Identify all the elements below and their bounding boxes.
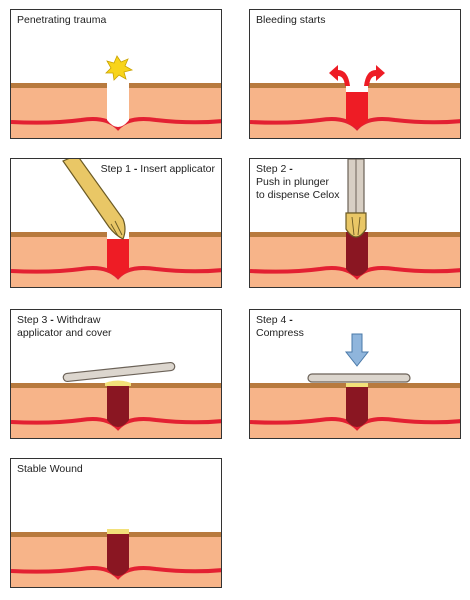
wound-clot [107,532,129,576]
panel-illustration [11,55,221,138]
panel-step-3: Step 3 - Withdraw applicator and cover [10,309,222,439]
blood-spurt-arrow-icon [364,65,385,86]
panel-illustration [11,159,221,287]
wound-cavity [107,83,129,127]
blood-spurt-arrow-icon [329,65,350,86]
blood-vessel [250,417,460,431]
panel-step-4: Step 4 -Compress [249,309,461,439]
impact-flash-icon [105,55,134,81]
applicator-tip-lines [110,220,123,237]
blood-vessel [11,566,221,580]
step-dash: - [47,314,57,326]
wound-clot [107,383,129,427]
blood-vessel [11,117,221,131]
step-label: Step 4 [256,314,287,326]
step-text: Push in plunger to dispense Celox [256,176,340,201]
panel-illustration [250,333,460,438]
panel-caption: Stable Wound [17,463,83,475]
wound-clot [346,232,368,276]
panel-stable-wound: Stable Wound [10,458,222,588]
panel-bleeding-starts: Bleeding starts [249,9,461,139]
panel-step-2: Step 2 -Push in plunger to dispense Celo… [249,158,461,288]
panel-illustration [250,65,460,138]
clot-seal [105,380,131,386]
step-text: Compress [256,327,304,339]
step-dash: - [130,163,141,175]
step-label: Step 1 [100,163,131,175]
gauze-icon [62,361,176,383]
panel-illustration [11,529,221,587]
panel-caption: Step 3 - Withdraw applicator and cover [17,314,112,340]
step-label: Step 3 [17,314,48,326]
clot-seal [107,529,129,534]
blood-vessel [250,266,460,280]
wound-blood [346,92,368,127]
step-dash: - [286,163,293,175]
down-arrow-icon [344,333,370,367]
panel-illustration [250,159,460,287]
panel-caption: Step 4 -Compress [256,314,304,340]
panel-illustration [11,361,221,438]
step-label: Step 2 [256,163,287,175]
blood-vessel [250,117,460,131]
panel-step-1: Step 1 - Insert applicator [10,158,222,288]
clot-seal [346,383,368,387]
panel-caption: Step 1 - Insert applicator [101,163,215,176]
step-text: Insert applicator [140,163,215,175]
wound-blood [107,239,129,276]
panel-caption: Step 2 -Push in plunger to dispense Celo… [256,163,339,202]
wound-cavity [346,83,368,92]
panel-caption: Bleeding starts [256,14,326,26]
applicator-icon [62,159,126,240]
panel-caption: Penetrating trauma [17,14,107,26]
gauze-icon [307,373,411,383]
step-text: Withdraw applicator and cover [17,314,112,339]
panel-penetrating-trauma: Penetrating trauma [10,9,222,139]
blood-vessel [11,417,221,431]
blood-vessel [11,266,221,280]
step-dash: - [286,314,293,326]
applicator-tip [345,212,367,238]
applicator-tip-lines [351,216,361,236]
wound-clot [346,383,368,427]
